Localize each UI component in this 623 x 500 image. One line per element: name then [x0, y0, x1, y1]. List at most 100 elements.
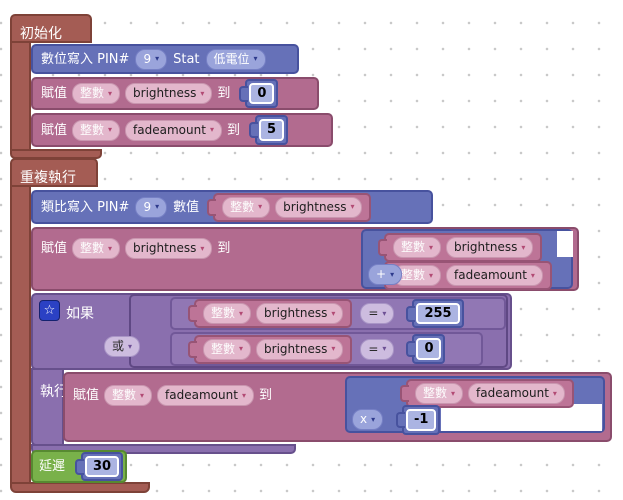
loop-block-foot[interactable]	[10, 482, 150, 493]
if-label: 如果	[66, 306, 94, 322]
variable-dropdown[interactable]: brightness▾	[256, 338, 344, 360]
chevron-down-icon: ▾	[239, 308, 244, 318]
chevron-down-icon: ▾	[371, 414, 376, 424]
stat-label: Stat	[173, 51, 200, 67]
chevron-down-icon: ▾	[155, 202, 160, 211]
chevron-down-icon: ▾	[382, 308, 387, 318]
comparator-dropdown[interactable]: =▾	[360, 303, 395, 324]
chevron-down-icon: ▾	[209, 125, 214, 134]
chevron-down-icon: ▾	[350, 202, 355, 211]
delay-block[interactable]: 延遲 30	[31, 450, 127, 483]
digital-write-block[interactable]: 數位寫入 PIN# 9▾ Stat 低電位▾	[31, 44, 299, 74]
chevron-down-icon: ▾	[390, 269, 395, 279]
type-dropdown[interactable]: 整數▾	[415, 383, 464, 404]
mutator-star-icon[interactable]: ☆	[39, 300, 60, 321]
pin-dropdown[interactable]: 9▾	[135, 48, 168, 70]
number-input[interactable]: 255	[416, 302, 460, 325]
number-value-block[interactable]: 5	[248, 115, 289, 145]
number-input[interactable]: 0	[249, 82, 275, 105]
type-dropdown[interactable]: 整數▾	[72, 238, 121, 259]
type-dropdown[interactable]: 整數▾	[222, 196, 271, 218]
variable-dropdown[interactable]: brightness▾	[446, 237, 534, 258]
assign-fadeamount-block[interactable]: 賦值 整數▾ fadeamount▾ 到 5	[31, 113, 333, 147]
or-operator-dropdown[interactable]: 或▾	[104, 336, 141, 357]
variable-value-block[interactable]: 整數▾ fadeamount▾	[378, 261, 552, 290]
chevron-down-icon: ▾	[128, 341, 133, 351]
chevron-down-icon: ▾	[258, 202, 263, 211]
digital-write-label: 數位寫入 PIN#	[41, 51, 130, 67]
variable-dropdown[interactable]: fadeamount▾	[125, 119, 222, 141]
chevron-down-icon: ▾	[552, 388, 557, 398]
to-label: 到	[217, 241, 231, 256]
setup-title: 初始化	[20, 26, 62, 42]
chevron-down-icon: ▾	[530, 270, 535, 280]
delay-label: 延遲	[39, 459, 66, 474]
chevron-down-icon: ▾	[140, 390, 145, 400]
chevron-down-icon: ▾	[241, 390, 246, 400]
chevron-down-icon: ▾	[429, 242, 434, 252]
chevron-down-icon: ▾	[108, 243, 113, 253]
setup-block-header[interactable]: 初始化	[10, 14, 92, 43]
chevron-down-icon: ▾	[521, 242, 526, 252]
to-label: 到	[226, 122, 240, 138]
number-input[interactable]: 5	[258, 119, 285, 141]
canvas-gap	[557, 231, 573, 257]
loop-block-spine[interactable]	[10, 185, 31, 484]
number-value-block[interactable]: 255	[406, 298, 464, 329]
type-dropdown[interactable]: 整數▾	[393, 265, 442, 286]
variable-dropdown[interactable]: brightness▾	[275, 196, 363, 218]
chevron-down-icon: ▾	[200, 243, 205, 253]
chevron-down-icon: ▾	[382, 344, 387, 353]
analog-write-block[interactable]: 類比寫入 PIN# 9▾ 數值 整數▾ brightness▾	[31, 190, 433, 224]
variable-dropdown[interactable]: brightness▾	[125, 83, 213, 104]
canvas-gap	[441, 404, 602, 431]
variable-value-block[interactable]: 整數▾ brightness▾	[187, 299, 353, 328]
number-input[interactable]: 30	[85, 455, 120, 478]
variable-value-block[interactable]: 整數▾ brightness▾	[207, 192, 372, 222]
operator-dropdown[interactable]: +▾	[368, 264, 403, 285]
chevron-down-icon: ▾	[155, 54, 160, 63]
type-dropdown[interactable]: 整數▾	[203, 303, 252, 324]
pin-dropdown[interactable]: 9▾	[135, 196, 168, 218]
chevron-down-icon: ▾	[451, 388, 456, 398]
comparator-dropdown[interactable]: =▾	[360, 338, 395, 360]
number-value-block[interactable]: 0	[239, 78, 279, 109]
number-input[interactable]: 0	[416, 338, 442, 360]
variable-value-block[interactable]: 整數▾ brightness▾	[377, 233, 543, 262]
type-dropdown[interactable]: 整數▾	[104, 385, 153, 406]
type-dropdown[interactable]: 整數▾	[72, 83, 121, 104]
if-block-spine[interactable]	[31, 368, 64, 446]
variable-dropdown[interactable]: brightness▾	[125, 238, 213, 259]
setup-block-spine[interactable]	[10, 41, 31, 151]
chevron-down-icon: ▾	[253, 54, 258, 63]
number-value-block[interactable]: 30	[75, 451, 124, 482]
variable-dropdown[interactable]: fadeamount▾	[446, 265, 543, 286]
operator-dropdown[interactable]: x▾	[352, 409, 384, 430]
variable-dropdown[interactable]: fadeamount▾	[157, 385, 254, 406]
type-dropdown[interactable]: 整數▾	[72, 119, 121, 141]
variable-value-block[interactable]: 整數▾ brightness▾	[187, 334, 353, 364]
assign-brightness-block[interactable]: 賦值 整數▾ brightness▾ 到 0	[31, 77, 319, 110]
do-label: 執行	[40, 384, 68, 400]
comparison-block[interactable]: 整數▾ brightness▾ =▾ 255	[170, 297, 506, 330]
chevron-down-icon: ▾	[108, 88, 113, 98]
chevron-down-icon: ▾	[108, 125, 113, 134]
variable-dropdown[interactable]: brightness▾	[256, 303, 344, 324]
stat-dropdown[interactable]: 低電位▾	[205, 48, 266, 70]
type-dropdown[interactable]: 整數▾	[203, 338, 252, 360]
number-value-block[interactable]: 0	[406, 334, 446, 364]
analog-write-label: 類比寫入 PIN#	[41, 199, 130, 215]
comparison-block[interactable]: 整數▾ brightness▾ =▾ 0	[170, 332, 483, 366]
number-value-block[interactable]: -1	[395, 405, 441, 435]
number-input[interactable]: -1	[406, 409, 437, 431]
variable-value-block[interactable]: 整數▾ fadeamount▾	[400, 379, 574, 408]
if-block-foot[interactable]	[31, 444, 296, 454]
to-label: 到	[217, 86, 231, 101]
to-label: 到	[258, 388, 272, 403]
assign-label: 賦值	[41, 86, 68, 101]
type-dropdown[interactable]: 整數▾	[393, 237, 442, 258]
assign-label: 賦值	[41, 241, 68, 256]
loop-block-header[interactable]: 重複執行	[10, 158, 98, 187]
variable-dropdown[interactable]: fadeamount▾	[468, 383, 565, 404]
